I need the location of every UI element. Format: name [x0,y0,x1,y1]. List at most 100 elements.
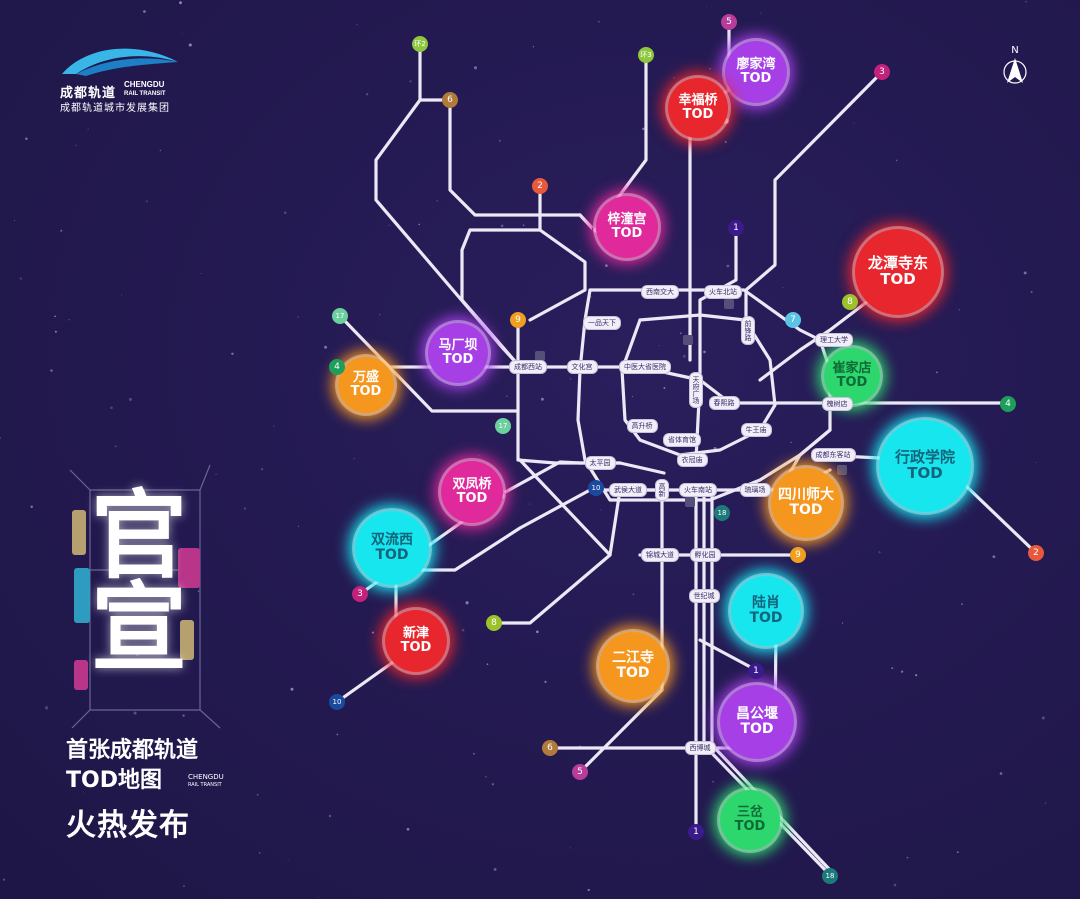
station-label[interactable]: 理工大学 [815,333,853,347]
tod-name: 新津 [402,626,429,642]
track-line-17 [338,314,520,413]
line-terminal-badge[interactable]: 2 [532,178,548,194]
line-terminal-badge[interactable]: 9 [790,547,806,563]
line-terminal-badge[interactable]: 5 [721,14,737,30]
tod-tag: TOD [456,491,488,506]
track-line-2 [528,184,587,322]
station-label[interactable]: 牛王庙 [740,423,772,437]
line-terminal-badge[interactable]: 1 [728,220,744,236]
station-label[interactable]: 一品天下 [583,316,621,330]
star [110,406,113,410]
line-terminal-badge[interactable]: 2 [1028,545,1044,561]
station-label[interactable]: 世纪城 [688,589,720,603]
line-terminal-badge[interactable]: 4 [329,359,345,375]
station-label[interactable]: 琉璃场 [739,483,771,497]
station-label[interactable]: 高升桥 [626,419,658,433]
line-terminal-badge[interactable]: 1 [748,663,764,679]
line-terminal-badge[interactable]: 9 [510,312,526,328]
line-terminal-badge[interactable]: 1 [688,824,704,840]
star [598,20,600,23]
station-label[interactable]: 西南交大 [641,285,679,299]
station-label[interactable]: 火车北站 [704,285,742,299]
line-terminal-badge[interactable]: 18 [822,868,838,884]
star [143,10,146,13]
tod-name: 龙潭寺东 [867,254,928,273]
star [906,856,909,859]
star [473,66,478,70]
station-label[interactable]: 成都东客站 [810,448,856,462]
star [703,350,706,354]
star [486,663,489,666]
station-label[interactable]: 成都西站 [509,360,547,374]
star [710,137,713,140]
track-line-5-south [578,498,664,774]
line-terminal-badge[interactable]: 17 [332,308,348,324]
star [13,220,16,222]
station-label[interactable]: 槐树店 [821,397,853,411]
star [1025,0,1027,3]
station-label[interactable]: 西博城 [684,741,716,755]
star [143,649,146,652]
track-line-5-north [688,20,731,362]
station-label[interactable]: 春熙路 [708,396,740,410]
line-terminal-badge[interactable]: 环3 [638,47,654,63]
star [491,783,494,786]
station-label[interactable]: 中医大省医院 [619,360,671,374]
station-label[interactable]: 文化宫 [566,360,598,374]
station-label[interactable]: 太平园 [584,456,616,470]
star [87,128,89,130]
star [82,791,84,793]
line-terminal-badge[interactable]: 6 [542,740,558,756]
station-label[interactable]: 衣冠庙 [676,453,708,467]
station-label[interactable]: 锦城大道 [641,548,679,562]
star [478,454,480,456]
line-terminal-badge[interactable]: 18 [714,505,730,521]
line-terminal-badge[interactable]: 17 [495,418,511,434]
station-label[interactable]: 省体育馆 [663,433,701,447]
line-terminal-badge[interactable]: 4 [1000,396,1016,412]
line-terminal-badge[interactable]: 5 [572,764,588,780]
star [663,386,666,389]
line-terminal-badge[interactable]: 8 [842,294,858,310]
star [290,687,294,691]
line-terminal-badge[interactable]: 7 [785,312,801,328]
line-terminal-badge[interactable]: 环2 [412,36,428,52]
station-label[interactable]: 高新 [655,479,669,501]
tod-tag: TOD [789,502,823,518]
station-label[interactable]: 火车南站 [679,483,717,497]
star [259,852,261,854]
line-terminal-badge[interactable]: 6 [442,92,458,108]
line-terminal-badge[interactable]: 10 [329,694,345,710]
line-terminal-badge[interactable]: 3 [352,586,368,602]
tod-tag: TOD [836,375,868,390]
line-terminal-badge[interactable]: 3 [874,64,890,80]
station-label[interactable]: 前锋路 [741,315,755,345]
star [287,859,289,861]
star [900,670,904,673]
station-label[interactable]: 天府广场 [689,372,703,408]
star [682,354,686,358]
line-terminal-badge[interactable]: 10 [588,480,604,496]
star [540,397,544,401]
station-label[interactable]: 武侯大道 [609,483,647,497]
line-number: 6 [547,743,553,753]
line-terminal-badge[interactable]: 8 [486,615,502,631]
station-label[interactable]: 孵化园 [689,548,721,562]
star [773,573,776,576]
